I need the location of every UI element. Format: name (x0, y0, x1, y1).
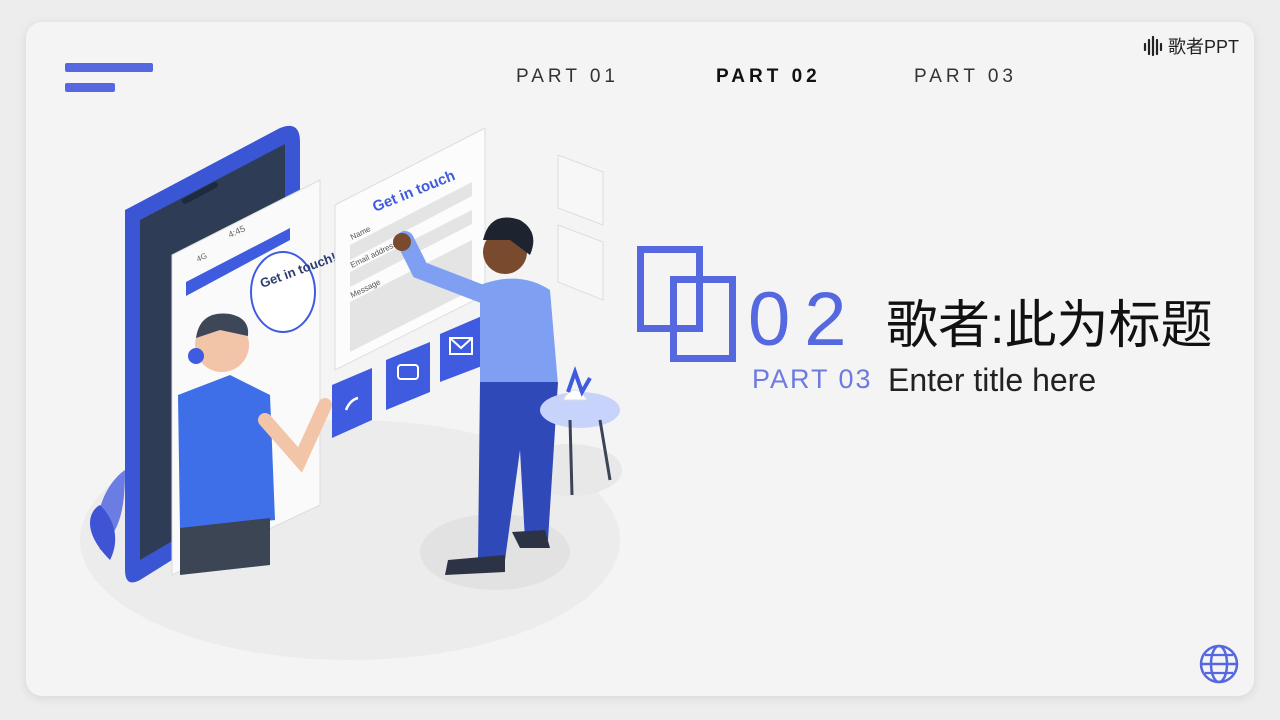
decor-square-front (670, 276, 736, 362)
brand-logo: 歌者PPT (1142, 33, 1239, 59)
nav-part-02[interactable]: PART 02 (716, 66, 821, 87)
decor-bar-top (65, 63, 153, 72)
decor-bar-bottom (65, 83, 115, 92)
phone-signal: 4G (195, 251, 208, 264)
speaker-logo-icon (1143, 35, 1163, 57)
section-subtitle: Enter title here (888, 362, 1097, 398)
section-part-label: PART 03 (752, 364, 873, 394)
section-number: 02 (748, 277, 861, 362)
phone-icon (344, 396, 359, 411)
mail-icon (449, 337, 473, 355)
contact-illustration: 4:45 4G Get in touch! Get in touch Name … (80, 125, 622, 660)
brand-logo-text: 歌者PPT (1168, 37, 1240, 57)
chat-icon (397, 364, 419, 380)
section-title: 歌者:此为标题 (886, 297, 1213, 355)
globe-icon[interactable] (1198, 643, 1240, 685)
nav-part-01[interactable]: PART 01 (516, 66, 619, 87)
nav-part-03[interactable]: PART 03 (914, 66, 1017, 87)
